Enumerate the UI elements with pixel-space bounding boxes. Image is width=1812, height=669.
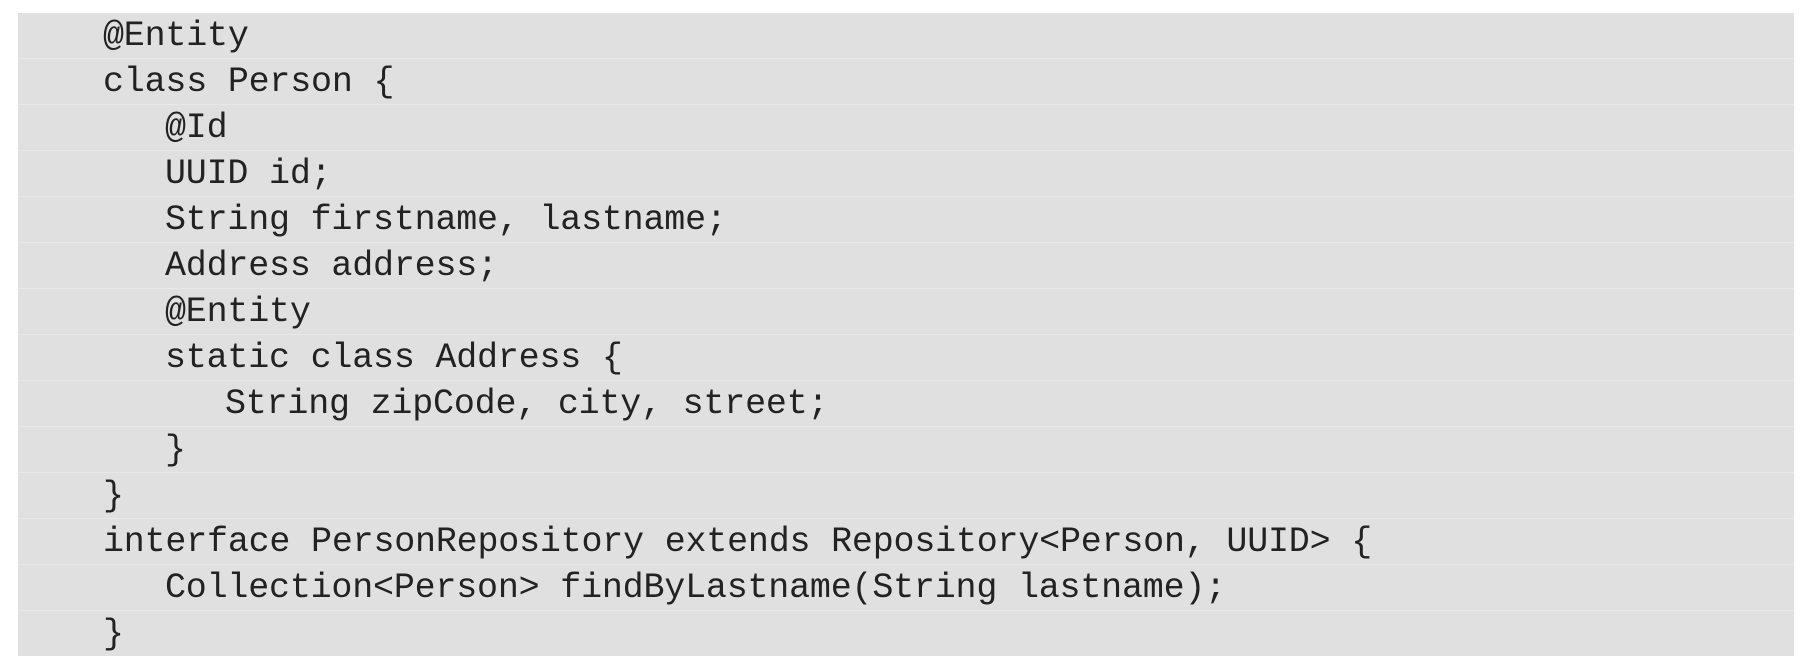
- code-line: interface PersonRepository extends Repos…: [18, 519, 1794, 565]
- code-line-text: String zipCode, city, street;: [225, 384, 829, 424]
- code-line: static class Address {: [18, 335, 1794, 381]
- code-line: @Id: [18, 105, 1794, 151]
- code-line: @Entity: [18, 13, 1794, 59]
- code-line: class Person {: [18, 59, 1794, 105]
- code-line-text: Address address;: [165, 246, 498, 286]
- code-block: @Entity class Person { @Id UUID id; Stri…: [18, 13, 1794, 656]
- code-line-text: Collection<Person> findByLastname(String…: [165, 568, 1226, 608]
- code-line: String zipCode, city, street;: [18, 381, 1794, 427]
- code-line-text: class Person {: [103, 62, 395, 102]
- code-line-text: @Entity: [103, 16, 249, 56]
- code-line: }: [18, 473, 1794, 519]
- code-line-text: interface PersonRepository extends Repos…: [103, 522, 1373, 562]
- code-line-text: }: [103, 476, 124, 516]
- code-line-text: @Id: [165, 108, 228, 148]
- code-line-text: static class Address {: [165, 338, 623, 378]
- code-line-text: UUID id;: [165, 154, 332, 194]
- code-line: }: [18, 611, 1794, 657]
- code-line-text: @Entity: [165, 292, 311, 332]
- code-line: }: [18, 427, 1794, 473]
- code-line-text: String firstname, lastname;: [165, 200, 727, 240]
- code-line: @Entity: [18, 289, 1794, 335]
- code-line: UUID id;: [18, 151, 1794, 197]
- code-line: String firstname, lastname;: [18, 197, 1794, 243]
- code-line: Collection<Person> findByLastname(String…: [18, 565, 1794, 611]
- code-line-text: }: [103, 614, 124, 654]
- code-line: Address address;: [18, 243, 1794, 289]
- code-line-text: }: [165, 430, 186, 470]
